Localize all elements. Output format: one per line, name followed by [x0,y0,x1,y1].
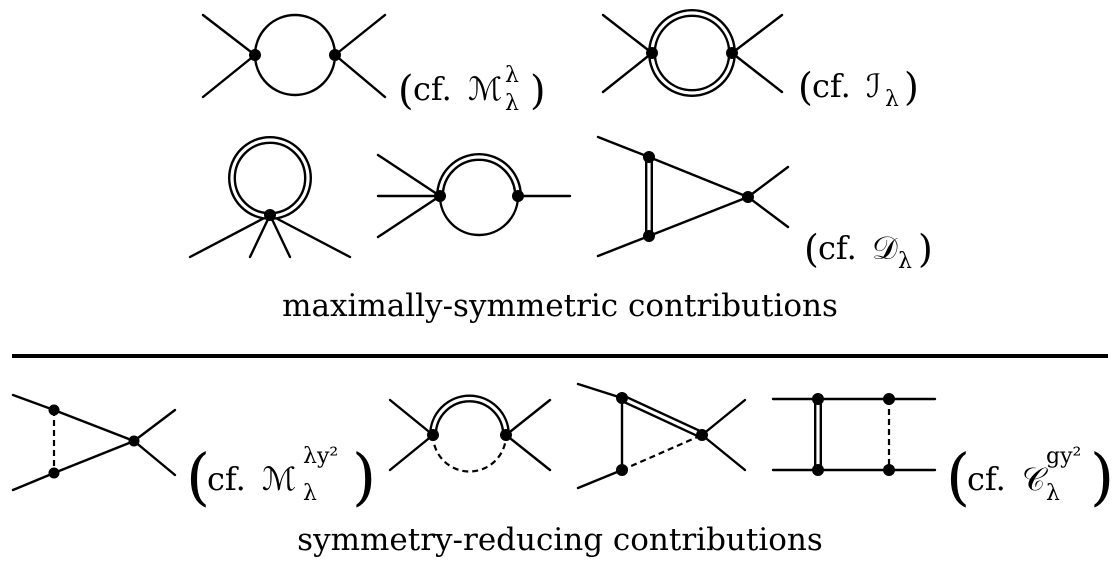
svg-text:): ) [530,68,546,114]
label-d-lambda: ( cf. 𝒟 λ ) [804,227,933,274]
diagram-triangle-double-dashed [576,382,747,490]
diagram-triangle-dashed [11,393,177,492]
caption-bottom: symmetry-reducing contributions [297,522,823,558]
label-symbol: ℳ [262,460,296,498]
svg-text:(: ( [186,440,210,513]
label-sup: λy² [303,444,338,469]
diagram-box [771,393,937,476]
svg-text:(: ( [398,68,414,114]
svg-text:): ) [1090,440,1114,513]
label-i-lambda: ( cf. ℐ λ ) [798,65,919,112]
label-symbol: ℐ [866,67,881,105]
svg-text:): ) [352,440,376,513]
label-c-lambda-gy2: ( cf. 𝒞 gy² λ ) [946,440,1114,513]
label-prefix: cf. [413,70,452,108]
svg-text:(: ( [946,440,970,513]
label-sup: λ [505,63,519,88]
label-m-lambda: ( cf. ℳ λ λ ) [398,63,546,116]
diagram-bubble-single [201,13,387,99]
label-symbol: 𝒟 [872,229,898,267]
label-prefix: cf. [818,229,857,267]
label-prefix: cf. [967,460,1006,498]
label-m-lambda-y2: ( cf. ℳ λy² λ ) [186,440,376,513]
label-prefix: cf. [207,460,246,498]
svg-text:): ) [918,227,933,271]
diagram-tadpole [188,136,352,259]
label-symbol: 𝒞 [1022,460,1048,498]
label-prefix: cf. [812,67,851,105]
label-sub: λ [885,87,899,112]
label-sub: λ [898,249,912,274]
label-sup: gy² [1046,444,1081,469]
label-sub: λ [505,91,519,116]
svg-text:(: ( [804,227,819,271]
label-sub: λ [1046,481,1060,506]
svg-text:(: ( [798,65,813,109]
label-sub: λ [303,481,317,506]
diagram-bubble-mixed [376,153,572,239]
diagram-triangle-double [596,135,790,258]
label-symbol: ℳ [468,70,502,108]
svg-text:): ) [904,65,919,109]
diagram-bubble-double-dashed [388,394,552,473]
caption-top: maximally-symmetric contributions [282,288,838,324]
diagram-bubble-double [601,9,784,97]
